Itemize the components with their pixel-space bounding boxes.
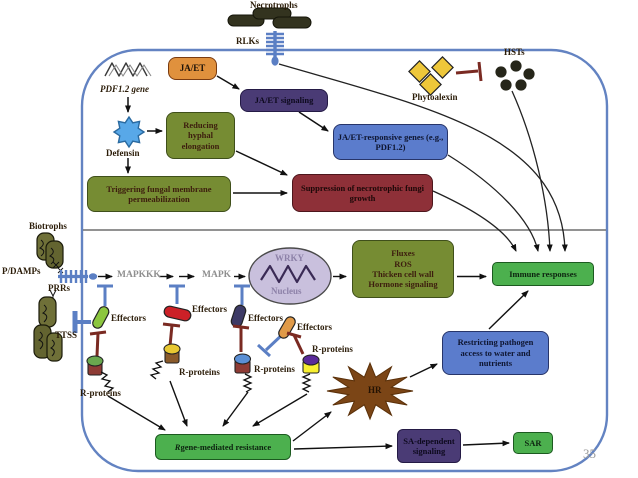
rlks-label: RLKs bbox=[236, 36, 260, 46]
rprotein-inhibit-tbars bbox=[89, 322, 305, 357]
r-proteins-label-4: R-proteins bbox=[312, 344, 353, 354]
hormone-line: Hormone signaling bbox=[368, 279, 438, 290]
phytoalexin-inhibit-tbar bbox=[455, 61, 483, 82]
nucleus-icon bbox=[248, 247, 332, 305]
mapkkk-label: MAPKKK bbox=[117, 270, 161, 280]
defensin-icon bbox=[112, 115, 146, 149]
wrky-label: WRKY bbox=[275, 253, 304, 263]
fluxes-line: Fluxes bbox=[391, 248, 415, 259]
r-gene-italic: R bbox=[174, 441, 181, 452]
lower-arrows bbox=[107, 290, 529, 450]
restricting-pathogen-box: Restricting pathogen access to water and… bbox=[442, 331, 549, 375]
effectors-label-1: Effectors bbox=[111, 313, 146, 323]
r-proteins-label-1: R-proteins bbox=[80, 388, 121, 398]
pdamps-label: P/DAMPs bbox=[2, 266, 41, 276]
jaet-signaling-box: JA/ET signaling bbox=[240, 89, 328, 112]
effectors-label-3: Effectors bbox=[248, 313, 283, 323]
necrotroph-bacteria-icon bbox=[227, 7, 312, 29]
hsts-icon bbox=[495, 60, 535, 91]
defensin-label: Defensin bbox=[106, 148, 140, 158]
upper-arrows bbox=[125, 75, 329, 196]
fluxes-ros-box: Fluxes ROS Thicken cell wall Hormone sig… bbox=[352, 240, 454, 298]
r-gene-rest: gene-mediated resistance bbox=[180, 441, 272, 452]
ttss-injector-icon bbox=[72, 311, 91, 333]
immune-responses-box: Immune responses bbox=[492, 262, 594, 286]
pdf-gene-label: PDF1.2 gene bbox=[100, 84, 149, 94]
thicken-line: Thicken cell wall bbox=[372, 269, 434, 279]
reducing-hyphal-box: Reducing hyphal elongation bbox=[166, 112, 235, 159]
ros-line: ROS bbox=[394, 258, 412, 269]
jaet-responsive-genes-box: JA/ET-responsive genes (e.g., PDF1.2) bbox=[333, 124, 448, 160]
triggering-fungal-box: Triggering fungal membrane permeabilizat… bbox=[87, 176, 231, 212]
effectors-label-2: Effectors bbox=[192, 304, 227, 314]
prrs-label: PRRs bbox=[48, 283, 70, 293]
necrotrophs-label: Necrotrophs bbox=[250, 0, 298, 10]
effectors-label-4: Effectors bbox=[297, 322, 332, 332]
immune-curves bbox=[278, 63, 568, 252]
nucleus-label: Nucleus bbox=[271, 286, 302, 296]
sa-dependent-box: SA-dependent signaling bbox=[397, 429, 461, 463]
hr-label: HR bbox=[368, 385, 382, 395]
cell-outline bbox=[80, 48, 609, 473]
page-number: 35 bbox=[583, 446, 596, 461]
r-proteins-label-3: R-proteins bbox=[254, 364, 295, 374]
suppression-box: Suppression of necrotrophic fungi growth bbox=[292, 174, 433, 212]
effector-pills bbox=[92, 304, 296, 339]
r-protein-icons bbox=[86, 343, 320, 393]
jaet-box: JA/ET bbox=[168, 57, 217, 80]
hr-burst-icon bbox=[326, 361, 414, 421]
ttss-bacteria-icon bbox=[33, 289, 63, 362]
hsts-label: HSTs bbox=[504, 47, 525, 57]
biotroph-bacteria-icon bbox=[36, 232, 64, 274]
rlk-receptor-icon bbox=[266, 31, 284, 66]
biotrophs-label: Biotrophs bbox=[29, 221, 67, 231]
pdf-gene-dna-icon bbox=[104, 62, 152, 77]
r-proteins-label-2: R-proteins bbox=[179, 367, 220, 377]
sar-box: SAR bbox=[513, 432, 553, 454]
phytoalexin-label: Phytoalexin bbox=[412, 92, 458, 102]
mapk-label: MAPK bbox=[202, 270, 232, 280]
r-gene-resistance-box: R gene-mediated resistance bbox=[155, 434, 291, 460]
ttss-label: TTSS bbox=[55, 330, 78, 340]
phytoalexin-icon bbox=[408, 56, 454, 96]
prr-receptor-icon bbox=[58, 270, 98, 283]
